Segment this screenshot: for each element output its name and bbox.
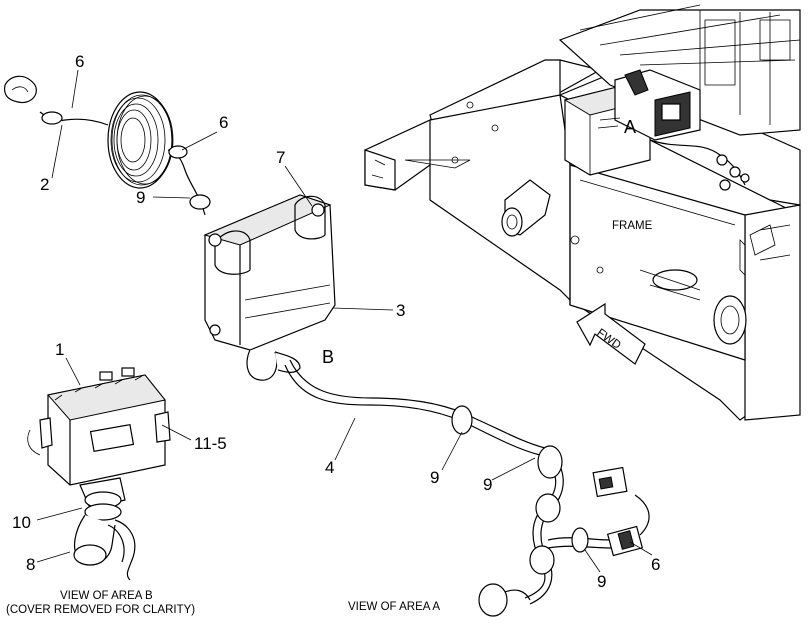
caption-area-a-title: VIEW OF AREA A	[348, 601, 440, 613]
callout-6-cable-right: 6	[219, 113, 228, 132]
coiled-cable-assembly	[3, 75, 211, 216]
callout-8: 8	[26, 555, 35, 574]
callout-1: 1	[55, 340, 64, 359]
callout-2: 2	[40, 175, 49, 194]
leader-lines	[36, 69, 653, 573]
callout-3: 3	[396, 301, 405, 320]
connector-cover	[203, 194, 336, 381]
frame-label: FRAME	[612, 220, 653, 232]
callout-9-cable: 9	[136, 188, 145, 207]
area-b-tag: B	[322, 347, 334, 367]
callout-9-harness-mid: 9	[483, 475, 492, 494]
area-a-tag: A	[624, 117, 636, 137]
callout-4: 4	[325, 458, 334, 477]
caption-area-b-note: (COVER REMOVED FOR CLARITY)	[6, 604, 195, 616]
forward-direction-arrow: FWD	[576, 302, 646, 365]
wiring-harness	[284, 359, 650, 617]
frame-ecm-box-area-a	[563, 69, 750, 191]
callout-11-5: 11-5	[194, 434, 227, 453]
callout-7: 7	[276, 148, 285, 167]
callout-6-cable-top: 6	[75, 52, 84, 71]
ecm-module	[27, 367, 171, 581]
machine-frame	[364, 4, 801, 421]
callout-9-harness-left: 9	[430, 468, 439, 487]
caption-area-b-title: VIEW OF AREA B	[60, 590, 153, 602]
callout-10: 10	[12, 513, 31, 532]
callout-9-harness-bottom: 9	[597, 572, 606, 591]
callout-6-harness: 6	[651, 555, 660, 574]
